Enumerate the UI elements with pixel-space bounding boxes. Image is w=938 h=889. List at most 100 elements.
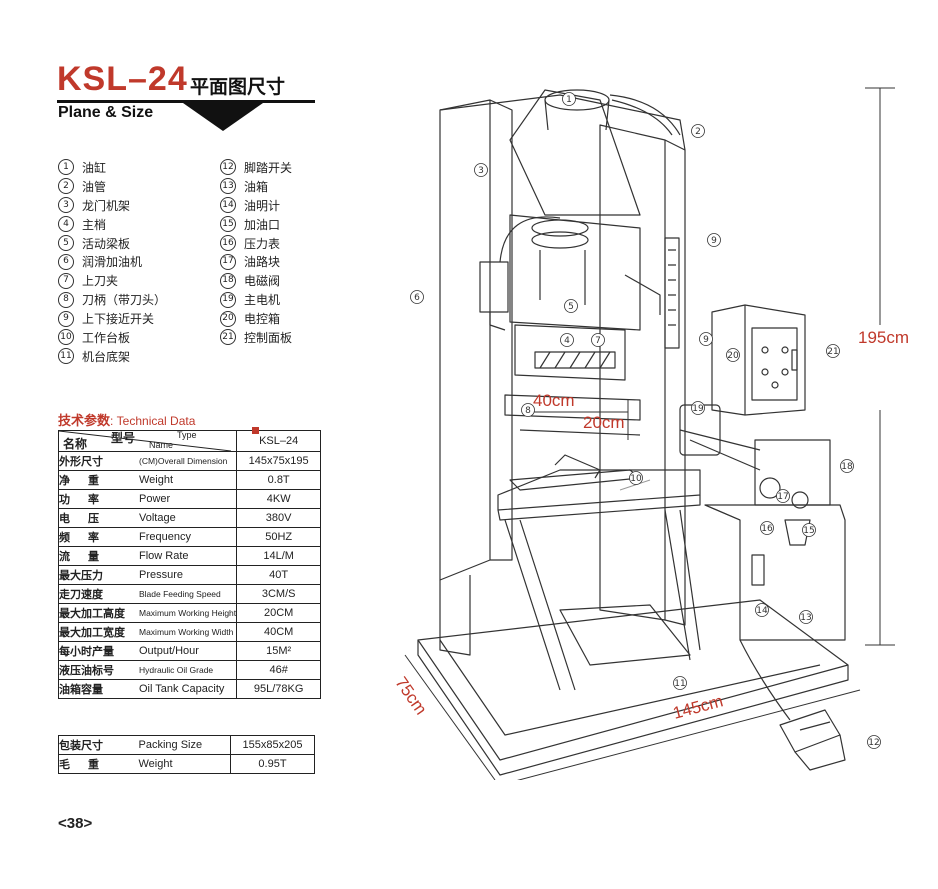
circled-number: 8 xyxy=(58,291,74,308)
model-title: KSL–24 xyxy=(57,60,188,98)
hopper xyxy=(509,89,641,216)
callout-circle xyxy=(755,603,769,617)
header-type-en: Type xyxy=(177,430,197,440)
circled-number: 1 xyxy=(58,159,74,176)
legend-label: 压力表 xyxy=(244,236,281,251)
callout-number: 18 xyxy=(841,462,853,472)
title-rule xyxy=(57,100,315,103)
callout-circle xyxy=(564,299,578,313)
circled-number: 5 xyxy=(58,235,74,251)
spec-label-en: Weight xyxy=(138,754,231,774)
legend-label: 机台底架 xyxy=(82,349,131,364)
callout-number: 14 xyxy=(756,606,768,616)
spec-header-row: 名称 型号 Type Name KSL–24 xyxy=(57,427,322,452)
spec-label-cn: 外形尺寸 xyxy=(58,451,139,471)
circled-number: 18 xyxy=(220,272,236,289)
model-value-cell: KSL–24 xyxy=(236,427,322,452)
callout-circle xyxy=(562,92,576,106)
circled-number: 4 xyxy=(58,216,74,233)
oil-pipe xyxy=(609,94,681,136)
foot-cable xyxy=(739,639,791,721)
callout-circle xyxy=(707,233,721,247)
callout-number: 13 xyxy=(800,613,811,623)
base-frame xyxy=(417,599,849,761)
circled-number: 17 xyxy=(220,253,236,270)
right-column xyxy=(599,124,666,621)
circled-number: 20 xyxy=(220,310,236,327)
callout-number: 7 xyxy=(595,336,601,346)
spec-value: 20CM xyxy=(236,603,322,623)
tech-title-cn: 技术参数 xyxy=(58,414,111,429)
legend-label: 油明计 xyxy=(244,198,281,213)
circled-number: 16 xyxy=(220,235,236,251)
legend-label: 工作台板 xyxy=(82,330,131,345)
control-box xyxy=(711,304,806,416)
legend-label: 电控箱 xyxy=(244,312,281,327)
spec-value: 14L/M xyxy=(236,546,322,566)
callout-number: 9 xyxy=(711,236,717,246)
callout-number: 20 xyxy=(727,351,739,361)
spec-label-cn: 油箱容量 xyxy=(58,679,139,699)
legend-label: 主电机 xyxy=(244,293,281,308)
legend-label: 控制面板 xyxy=(244,330,293,345)
blade xyxy=(504,394,641,421)
header-model-cn: 型号 xyxy=(111,431,136,445)
spec-header-cell: 名称 型号 Type Name xyxy=(57,430,238,452)
spec-label-cn: 最大加工高度 xyxy=(58,603,139,623)
circled-number: 10 xyxy=(58,329,74,346)
blade-holder xyxy=(514,324,626,381)
circled-number: 9 xyxy=(58,310,74,327)
spec-label-en: Pressure xyxy=(139,565,238,585)
spec-label-cn: 走刀速度 xyxy=(58,584,139,604)
callout-circle xyxy=(691,401,705,415)
spec-value: 95L/78KG xyxy=(236,679,322,699)
spec-label-en: Output/Hour xyxy=(139,641,238,661)
callout-circle xyxy=(474,163,488,177)
spec-label-en: Blade Feeding Speed xyxy=(139,584,238,604)
callout-circle xyxy=(760,521,774,535)
legend-item: 10 工作台板 xyxy=(58,328,166,347)
dim-width: 40cm xyxy=(533,391,575,410)
spec-value: 15M² xyxy=(236,641,322,661)
callout-number: 5 xyxy=(568,302,574,312)
callout-circle xyxy=(776,489,790,503)
callout-number: 17 xyxy=(777,492,788,502)
machine-drawing: 195cm 40cm 20cm 75cm 145cm 1234567899101… xyxy=(391,87,909,780)
callout-number: 6 xyxy=(414,293,420,303)
legend-label: 加油口 xyxy=(244,217,281,232)
callout-circle xyxy=(840,459,854,473)
spec-label-cn: 功率 xyxy=(58,489,139,509)
control-panel xyxy=(751,327,798,401)
legend-label: 上下接近开关 xyxy=(82,312,155,327)
callout-circle xyxy=(673,676,687,690)
callout-number: 15 xyxy=(803,526,814,536)
legend-item: 16 压力表 xyxy=(220,234,292,253)
moving-beam xyxy=(509,214,641,331)
spec-label-cn: 频率 xyxy=(58,527,139,547)
header-name-cn: 名称 xyxy=(63,437,88,451)
spec-label-en: (CM)Overall Dimension xyxy=(139,451,238,471)
spec-value: 3CM/S xyxy=(236,584,322,604)
spec-label-en: Frequency xyxy=(139,527,238,547)
callout-number: 16 xyxy=(761,524,773,534)
spec-label-en: Packing Size xyxy=(138,735,231,755)
model-value: KSL–24 xyxy=(259,435,299,447)
legend-label: 脚踏开关 xyxy=(244,160,293,175)
